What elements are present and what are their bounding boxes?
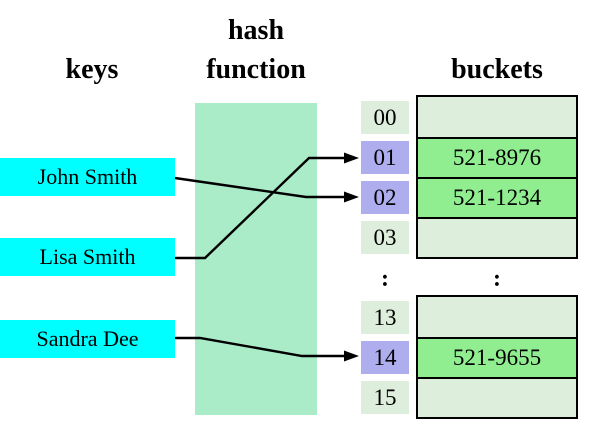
index-cell-00: 00 — [361, 101, 409, 134]
arrowhead-01 — [344, 152, 359, 164]
bucket-table-lower: 521-9655 — [416, 295, 578, 419]
index-cell-02: 02 — [361, 181, 409, 214]
buckets-heading: buckets — [451, 54, 543, 85]
index-cell-01: 01 — [361, 141, 409, 174]
key-john-smith: John Smith — [0, 158, 175, 196]
arrowhead-02 — [344, 191, 359, 203]
bucket-row-01: 521-8976 — [418, 137, 576, 177]
bucket-row-13 — [418, 297, 576, 337]
hash-function-heading-line1: hash — [227, 15, 285, 46]
index-cell-13: 13 — [361, 301, 409, 334]
index-cell-15: 15 — [361, 381, 409, 414]
bucket-row-14: 521-9655 — [418, 337, 576, 377]
index-ellipsis: : — [381, 266, 389, 292]
hash-function-box — [195, 103, 317, 415]
buckets-ellipsis: : — [493, 266, 501, 292]
bucket-row-00 — [418, 97, 576, 137]
bucket-table-upper: 521-8976 521-1234 — [416, 95, 578, 259]
index-cell-03: 03 — [361, 221, 409, 254]
key-sandra-dee: Sandra Dee — [0, 320, 175, 358]
arrowhead-14 — [344, 350, 359, 362]
index-cell-14: 14 — [361, 341, 409, 374]
hash-function-heading-line2: function — [206, 54, 306, 85]
hash-function-heading: hash function — [186, 11, 326, 89]
bucket-row-02: 521-1234 — [418, 177, 576, 217]
key-lisa-smith: Lisa Smith — [0, 238, 175, 276]
keys-heading: keys — [65, 54, 119, 85]
bucket-row-03 — [418, 217, 576, 257]
bucket-row-15 — [418, 377, 576, 417]
